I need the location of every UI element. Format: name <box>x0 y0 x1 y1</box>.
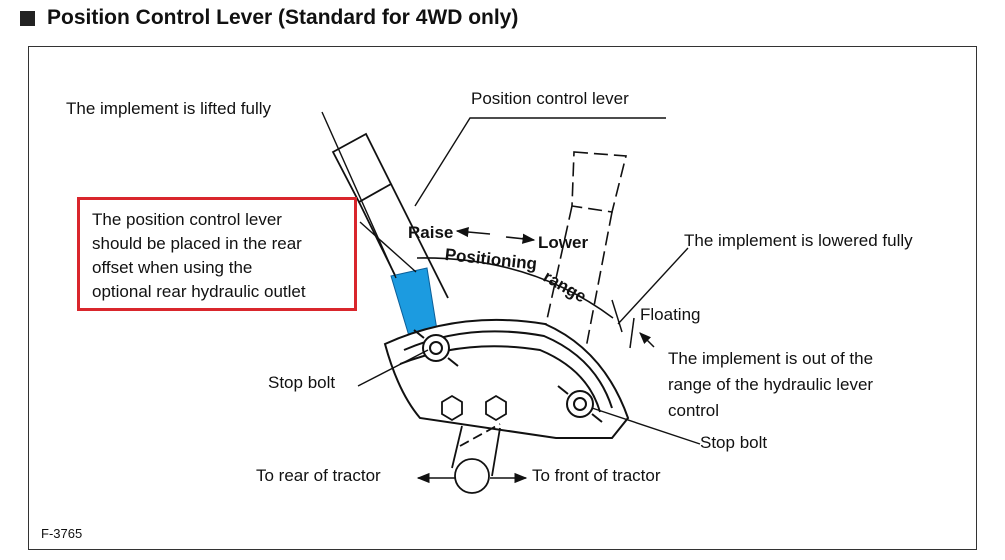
label-stop-bolt-left: Stop bolt <box>268 373 336 392</box>
note-line: offset when using the <box>92 258 253 277</box>
label-lower: Lower <box>538 233 589 252</box>
rear-offset-note-box: The position control lever should be pla… <box>77 197 357 311</box>
label-out-of-range-1: The implement is out of the <box>668 349 874 368</box>
diagram-frame <box>28 46 977 550</box>
lever-shaft <box>451 423 501 494</box>
note-line: should be placed in the rear <box>92 234 302 253</box>
positioning-range-arc <box>416 257 614 319</box>
leader-lowered <box>617 247 689 325</box>
rear-offset-zone <box>390 267 438 337</box>
hex-bolt-1 <box>441 394 463 422</box>
lower-arrow <box>505 233 536 244</box>
label-stop-bolt-right: Stop bolt <box>700 433 768 452</box>
note-line: optional rear hydraulic outlet <box>92 282 306 301</box>
label-out-of-range-2: range of the hydraulic lever <box>668 375 874 394</box>
leader-note <box>359 221 417 273</box>
label-position-control-lever: Position control lever <box>471 89 629 108</box>
title-text: Position Control Lever (Standard for 4WD… <box>47 6 519 29</box>
stop-bolt-left-icon <box>413 329 459 367</box>
stop-bolt-right-icon <box>557 385 603 423</box>
label-to-front: To front of tractor <box>532 466 661 485</box>
label-to-rear: To rear of tractor <box>256 466 381 485</box>
title-bullet-square <box>20 10 35 26</box>
lever-lowered <box>541 151 628 349</box>
label-raise: Raise <box>408 223 454 242</box>
hex-bolt-2 <box>485 394 507 422</box>
figure-id: F-3765 <box>41 526 83 541</box>
leader-position-lever <box>414 117 666 207</box>
leader-stop-left <box>357 349 429 387</box>
raise-arrow <box>455 226 491 238</box>
note-line: The position control lever <box>92 210 282 229</box>
leader-stop-right <box>591 407 701 445</box>
floating-arrow <box>639 332 655 348</box>
leader-lifted <box>321 111 397 279</box>
label-floating: Floating <box>640 305 701 324</box>
label-lowered-fully: The implement is lowered fully <box>684 231 913 250</box>
diagram-title: Position Control Lever (Standard for 4WD… <box>20 6 518 30</box>
label-lifted-fully: The implement is lifted fully <box>66 99 272 118</box>
sector-plate <box>383 318 630 439</box>
label-out-of-range-3: control <box>668 401 720 420</box>
